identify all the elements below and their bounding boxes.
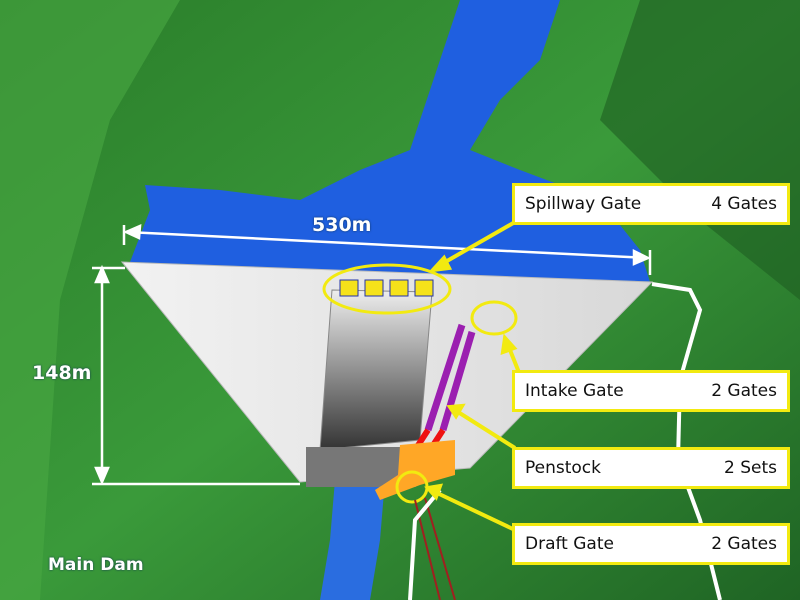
spillway-gate-label: Spillway Gate 4 Gates [512,183,790,225]
label-count: 2 Gates [711,534,777,554]
label-name: Intake Gate [525,381,624,401]
label-count: 4 Gates [711,194,777,214]
penstock-label: Penstock 2 Sets [512,447,790,489]
label-count: 2 Sets [724,458,777,478]
label-name: Spillway Gate [525,194,642,214]
width-dimension-line [122,224,652,275]
main-dam-title: Main Dam [48,555,144,575]
powerhouse [375,440,455,500]
intake-gate-callout-ring [470,300,518,336]
intake-gate-label: Intake Gate 2 Gates [512,370,790,412]
callout-arrows [424,220,522,532]
height-dimension-line [92,264,300,486]
dam-width-label: 530m [312,214,372,236]
label-count: 2 Gates [711,381,777,401]
label-name: Draft Gate [525,534,614,554]
dam-height-label: 148m [32,362,92,384]
label-name: Penstock [525,458,601,478]
spillway-gate-callout-ring [322,263,452,315]
river-downstream [320,480,385,600]
penstocks [424,323,476,432]
draft-gate-label: Draft Gate 2 Gates [512,523,790,565]
spillway-gates [339,279,434,297]
